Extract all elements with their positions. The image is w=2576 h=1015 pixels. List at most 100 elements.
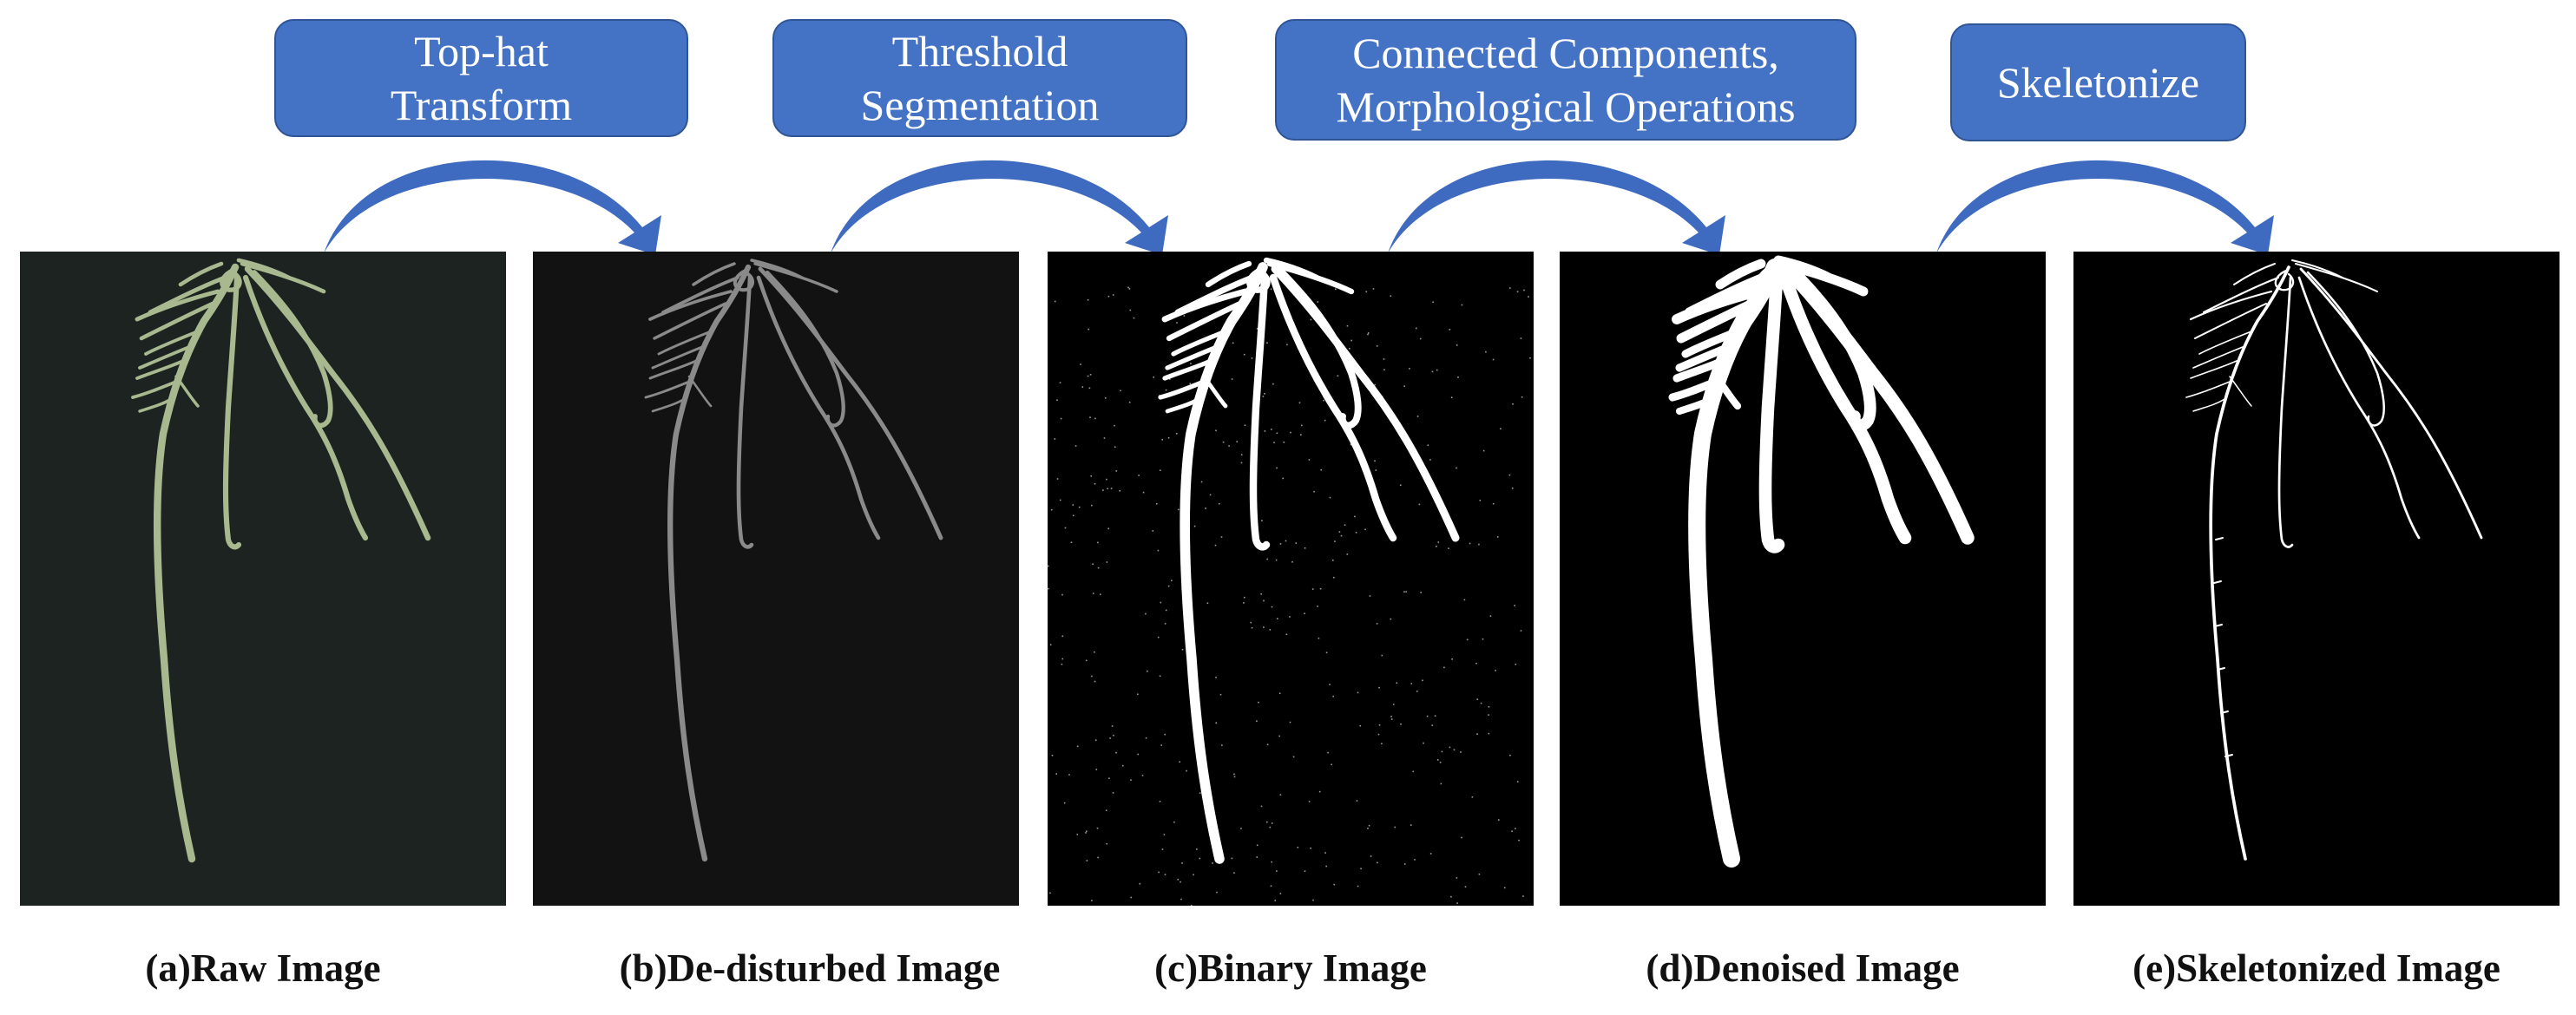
noise-speck (1346, 324, 1349, 327)
noise-speck (1159, 801, 1161, 802)
step-label-line2: Segmentation (860, 81, 1100, 129)
noise-speck (1434, 715, 1436, 717)
noise-speck (1324, 419, 1326, 422)
noise-speck (1368, 824, 1370, 827)
noise-speck (1405, 591, 1407, 593)
step-label-line2: Morphological Operations (1336, 82, 1796, 131)
noise-speck (1113, 734, 1114, 737)
lateral-root (692, 262, 736, 286)
noise-speck (1476, 698, 1479, 700)
noise-speck (1374, 383, 1376, 386)
lateral-root (2192, 398, 2225, 412)
lateral-root (178, 261, 224, 287)
noise-speck (1276, 870, 1278, 872)
noise-speck (1427, 444, 1429, 446)
root-image-raw (20, 252, 506, 906)
noise-speck (1381, 743, 1383, 744)
noise-speck (1100, 593, 1101, 595)
noise-speck (1338, 531, 1341, 533)
noise-speck (1400, 723, 1402, 725)
noise-speck (1240, 454, 1243, 455)
noise-speck (1269, 826, 1272, 828)
noise-speck (1449, 329, 1451, 331)
noise-speck (1193, 525, 1196, 527)
lateral-root (1165, 396, 1201, 414)
step-box-tophat: Top-hat Transform (274, 19, 688, 137)
lateral-root (1672, 357, 1727, 383)
flow-arrow-b-to-c (812, 160, 1168, 255)
noise-speck (1160, 601, 1162, 604)
noise-speck (1475, 662, 1477, 665)
noise-speck (1354, 515, 1356, 518)
noise-speck (1269, 629, 1272, 631)
noise-speck (1488, 732, 1490, 735)
noise-speck (1177, 878, 1179, 881)
noise-speck (1089, 374, 1092, 376)
noise-speck (1147, 670, 1148, 672)
noise-speck (1228, 445, 1230, 447)
noise-speck (1318, 790, 1321, 793)
caption-raw-image: (a)Raw Image (145, 946, 381, 990)
noise-speck (1219, 693, 1222, 696)
noise-speck (1160, 744, 1162, 746)
skeleton-branch-tick (2214, 624, 2223, 627)
noise-speck (1292, 756, 1295, 758)
noise-speck (1278, 735, 1280, 737)
noise-speck (1360, 868, 1362, 870)
noise-speck (1145, 737, 1147, 739)
noise-speck (1163, 834, 1166, 835)
lateral-root (1269, 273, 1397, 542)
noise-speck (1394, 826, 1396, 828)
noise-speck (1139, 882, 1141, 885)
noise-speck (1104, 397, 1107, 399)
noise-speck (1181, 862, 1183, 864)
lateral-root (2306, 271, 2385, 427)
noise-speck (1273, 442, 1275, 443)
lateral-root (753, 262, 838, 293)
noise-speck (1129, 309, 1132, 311)
noise-speck (1489, 615, 1492, 617)
root-image-binary (1048, 252, 1534, 906)
noise-speck (1059, 382, 1061, 383)
noise-speck (1160, 469, 1161, 471)
noise-speck (1372, 288, 1375, 290)
noise-speck (1297, 847, 1299, 848)
noise-speck (1061, 635, 1064, 638)
noise-speck (1112, 792, 1114, 794)
noise-speck (1271, 822, 1273, 824)
caption-dedisturbed-image: (b)De-disturbed Image (619, 946, 1001, 990)
noise-speck (1381, 654, 1383, 657)
lateral-root (1675, 343, 1733, 372)
main-root (667, 264, 752, 862)
noise-speck (1333, 883, 1335, 886)
lateral-root (1266, 260, 1355, 295)
noise-speck (1461, 304, 1463, 306)
noise-speck (1317, 301, 1319, 303)
noise-speck (1377, 733, 1380, 736)
lateral-root (653, 302, 727, 340)
noise-speck (1479, 500, 1482, 501)
noise-speck (1183, 315, 1186, 317)
lateral-root (1171, 329, 1228, 357)
panel-skeletonized-image (2073, 252, 2560, 906)
noise-speck (1221, 744, 1223, 746)
noise-speck (1482, 638, 1484, 640)
lateral-root (756, 275, 881, 540)
noise-speck (1181, 649, 1184, 651)
step-box-connected-components: Connected Components, Morphological Oper… (1275, 19, 1856, 141)
noise-speck (1189, 383, 1192, 384)
noise-speck (1277, 618, 1278, 619)
noise-speck (1432, 301, 1434, 304)
noise-speck (1061, 658, 1064, 660)
noise-speck (1256, 844, 1258, 847)
noise-speck (1471, 796, 1474, 798)
main-root (1180, 262, 1268, 864)
noise-speck (1456, 902, 1458, 904)
lateral-root (2274, 269, 2295, 291)
noise-speck (1088, 387, 1091, 390)
noise-speck (1367, 333, 1369, 336)
lateral-root (2202, 276, 2280, 314)
noise-speck (1233, 872, 1235, 874)
noise-speck (1344, 524, 1346, 526)
lateral-root (2277, 276, 2294, 548)
